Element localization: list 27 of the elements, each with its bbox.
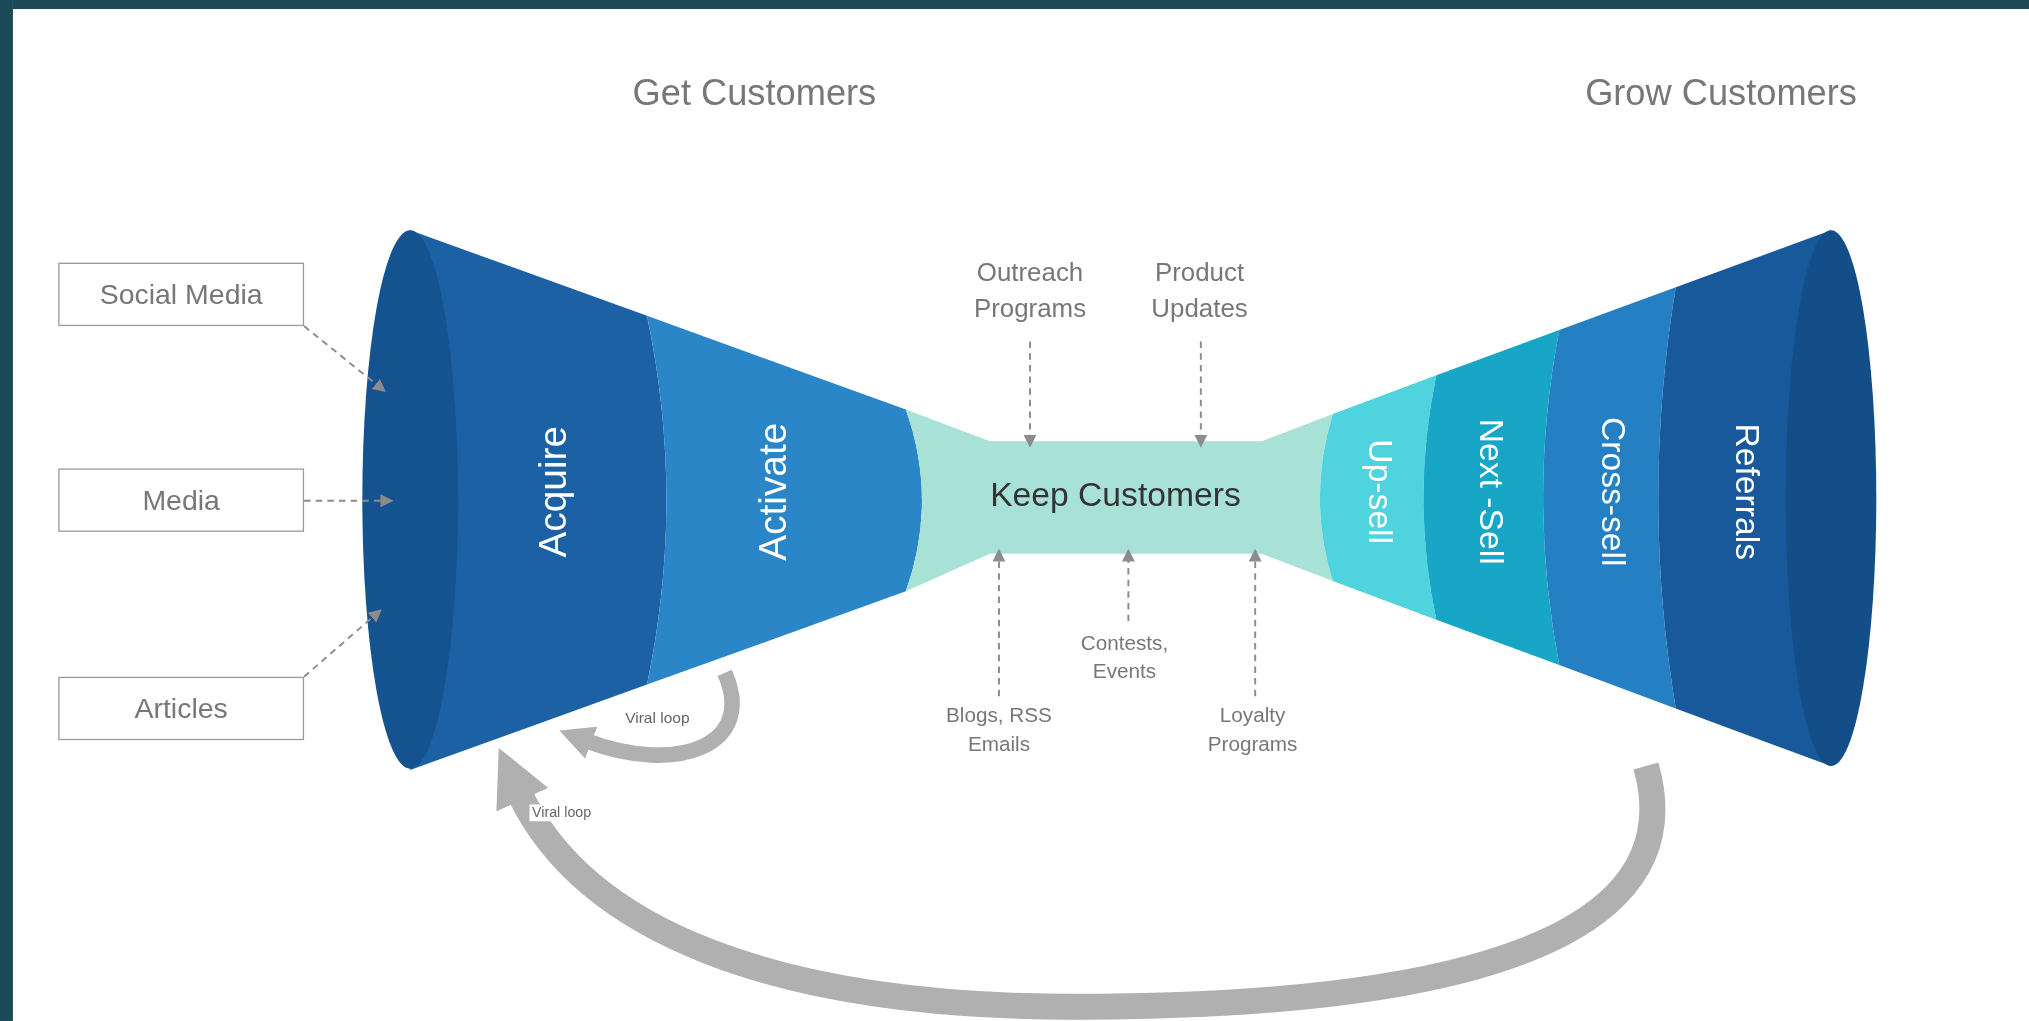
edge-label: Viral loop	[529, 804, 594, 821]
section-heading: Get Customers	[632, 72, 877, 114]
input-label: Blogs, RSS Emails	[921, 701, 1077, 759]
stage-label: Up-sell	[1360, 439, 1399, 545]
stage-label: Acquire	[531, 425, 576, 558]
source-box: Articles	[58, 676, 305, 741]
source-box: Social Media	[58, 262, 305, 327]
arrow	[992, 548, 1006, 698]
arrow	[1194, 340, 1208, 448]
stage-label: Referrals	[1727, 423, 1767, 560]
stage-label: Activate	[751, 422, 796, 561]
arrow	[303, 609, 382, 678]
arrow	[1121, 548, 1135, 623]
stage-label: Next -Sell	[1471, 418, 1511, 565]
input-label: Loyalty Programs	[1187, 701, 1318, 759]
arrow	[303, 494, 394, 508]
source-box: Media	[58, 468, 305, 532]
arrow	[1023, 340, 1037, 448]
stage-label: Cross-sell	[1593, 416, 1632, 567]
loop-arrow	[495, 749, 1665, 1020]
arrow	[1248, 548, 1262, 698]
input-label: Product Updates	[1128, 253, 1271, 327]
input-label: Outreach Programs	[958, 253, 1102, 327]
input-label: Contests, Events	[1059, 628, 1190, 686]
stage-label: Keep Customers	[990, 476, 1241, 515]
section-heading: Grow Customers	[1585, 72, 1857, 114]
arrow	[303, 325, 386, 393]
